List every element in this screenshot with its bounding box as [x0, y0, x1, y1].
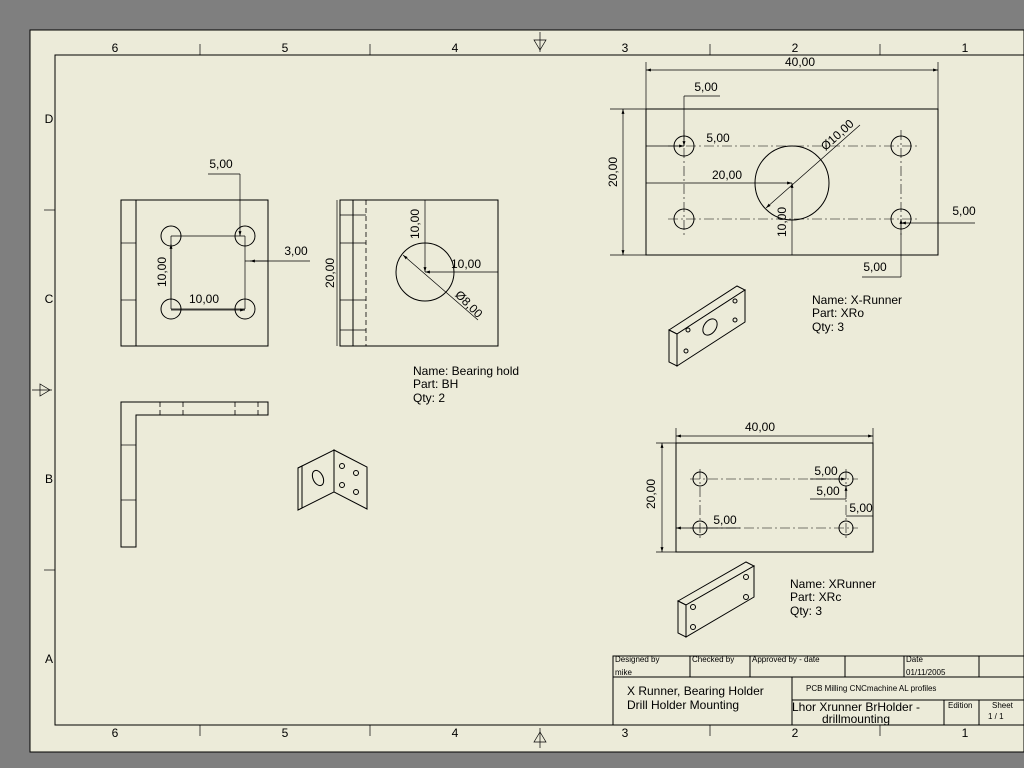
bh-dim-horiz-spacing: 10,00 — [189, 292, 219, 306]
zone-row-b: B — [45, 472, 53, 486]
bh-dim-side-vert: 10,00 — [408, 209, 422, 239]
zone-col-4-top: 4 — [452, 41, 459, 55]
xro-dim-left-hole-offset: 5,00 — [706, 131, 730, 145]
xrc-note-qty: Qty: 3 — [790, 604, 822, 618]
bh-dim-top-offset: 5,00 — [209, 157, 233, 171]
tb-sheet-value: 1 / 1 — [988, 712, 1004, 721]
tb-checked-by-label: Checked by — [692, 655, 734, 664]
tb-designed-by-label: Designed by — [615, 655, 659, 664]
xro-note-qty: Qty: 3 — [812, 320, 844, 334]
bh-note-name: Name: Bearing hold — [413, 364, 519, 378]
title-block-frame — [612, 655, 1024, 726]
zone-col-1-top: 1 — [962, 41, 969, 55]
sheet-outer-border — [29, 29, 1024, 753]
zone-row-a: A — [45, 652, 53, 666]
xro-dim-width: 40,00 — [785, 55, 815, 69]
tb-drawing-name-line2: drillmounting — [822, 712, 890, 726]
zone-col-6-bottom: 6 — [112, 726, 119, 740]
bh-note-part: Part: BH — [413, 377, 458, 391]
tb-drawing-name-line1: Lhor Xrunner BrHolder - — [792, 700, 920, 714]
xro-dim-top-hole-offset: 5,00 — [694, 80, 718, 94]
tb-date: 01/11/2005 — [906, 668, 946, 677]
bearing-holder-isometric — [297, 449, 368, 511]
xro-dim-right-hole-y: 5,00 — [952, 204, 976, 218]
x-runner-o-view — [610, 62, 975, 278]
zone-col-2-bottom: 2 — [792, 726, 799, 740]
zone-ticks — [44, 44, 881, 736]
zone-col-3-top: 3 — [622, 41, 629, 55]
x-runner-c-isometric — [676, 561, 756, 638]
zone-col-3-bottom: 3 — [622, 726, 629, 740]
xrc-note-name: Name: XRunner — [790, 577, 876, 591]
tb-title-line1: X Runner, Bearing Holder — [627, 684, 764, 698]
zone-col-1-bottom: 1 — [962, 726, 969, 740]
sheet-paper — [30, 30, 1024, 752]
bh-dim-side-height: 20,00 — [323, 258, 337, 288]
xro-dim-center-y: 10,00 — [775, 207, 789, 237]
xrc-dim-right-hole: 5,00 — [849, 501, 873, 515]
x-runner-o-isometric — [667, 285, 747, 367]
bh-note-qty: Qty: 2 — [413, 391, 445, 405]
zone-col-6-top: 6 — [112, 41, 119, 55]
bearing-holder-front-view — [120, 173, 310, 347]
bh-dim-right-gap: 3,00 — [284, 244, 308, 258]
xro-note-name: Name: X-Runner — [812, 293, 902, 307]
zone-col-4-bottom: 4 — [452, 726, 459, 740]
tb-approved-by-label: Approved by - date — [752, 655, 820, 664]
xrc-note-part: Part: XRc — [790, 590, 841, 604]
xrc-dim-left-hole: 5,00 — [713, 513, 737, 527]
zone-row-c: C — [45, 292, 54, 306]
xrc-dim-height: 20,00 — [644, 479, 658, 509]
zone-row-d: D — [45, 112, 54, 126]
zone-col-5-top: 5 — [282, 41, 289, 55]
xrc-dim-hole-a: 5,00 — [814, 464, 838, 478]
xro-note-part: Part: XRo — [812, 306, 864, 320]
tb-edition-label: Edition — [948, 701, 972, 710]
xro-dim-right-hole-x: 5,00 — [863, 260, 887, 274]
center-mark-left — [32, 383, 52, 397]
xro-dim-height: 20,00 — [606, 157, 620, 187]
tb-project: PCB Milling CNCmachine AL profiles — [806, 684, 936, 693]
zone-col-5-bottom: 5 — [282, 726, 289, 740]
x-runner-c-view — [656, 428, 874, 553]
sheet-inner-border — [54, 54, 1024, 726]
bh-dim-side-horiz: 10,00 — [451, 257, 481, 271]
xrc-dim-hole-b: 5,00 — [816, 484, 840, 498]
center-mark-bottom — [533, 728, 547, 748]
center-mark-top — [533, 32, 547, 52]
tb-sheet-label: Sheet — [992, 701, 1014, 710]
tb-date-label: Date — [906, 655, 923, 664]
bearing-holder-l-view — [120, 401, 269, 548]
xro-dim-center-x: 20,00 — [712, 168, 742, 182]
xrc-dim-width: 40,00 — [745, 420, 775, 434]
tb-title-line2: Drill Holder Mounting — [627, 698, 739, 712]
zone-col-2-top: 2 — [792, 41, 799, 55]
tb-designed-by: mike — [615, 668, 632, 677]
bearing-holder-side-view — [336, 199, 499, 347]
bh-dim-vert-spacing: 10,00 — [155, 257, 169, 287]
